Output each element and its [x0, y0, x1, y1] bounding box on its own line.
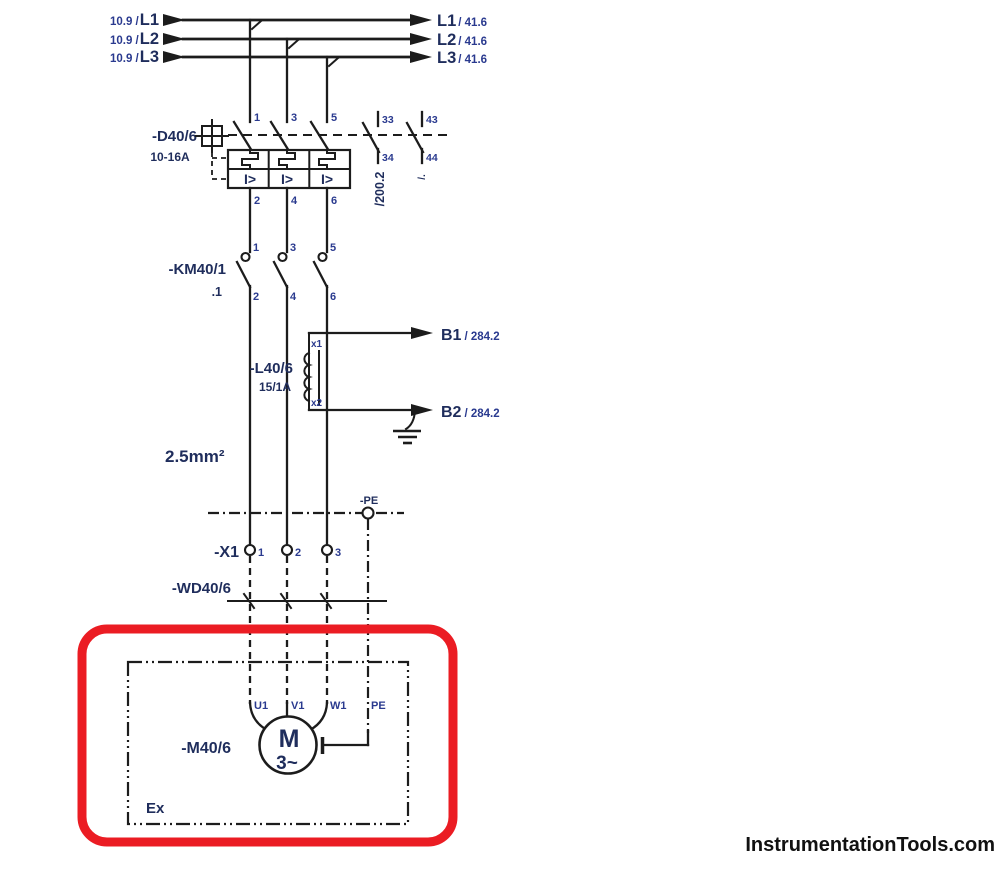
terminal-node — [280, 543, 294, 557]
motor-terminal: W1 — [330, 700, 347, 712]
motor-terminal: U1 — [254, 700, 268, 712]
tap-junction-icon — [327, 56, 340, 68]
outgoing-feeder-label: L3/ 41.6 — [437, 49, 487, 67]
hazardous-area: Ex -M40/6 U1 V1 W1 PE M 3~ — [126, 660, 410, 826]
ct-ratio: 15/1A — [259, 380, 291, 394]
b2-arrow-icon — [411, 404, 433, 416]
terminal-node — [320, 543, 334, 557]
cable-core-tick — [279, 592, 293, 610]
tap-junction-icon — [250, 19, 263, 31]
contactor-sheet-ref: .1 — [212, 285, 222, 299]
contactor-terminal: 6 — [330, 291, 336, 303]
breaker-tag: -D40/6 — [152, 128, 197, 145]
breaker-rating: 10-16A — [150, 150, 190, 164]
terminal-strip-tag: -X1 — [214, 544, 239, 561]
motor-circle-icon — [258, 715, 318, 775]
magnetic-trip-label: I> — [321, 171, 333, 187]
pe-separator: -PE — [208, 495, 404, 520]
ex-boundary-box — [126, 660, 410, 826]
breaker-contact-blade — [309, 120, 331, 153]
ct-terminal: x1 — [311, 339, 323, 350]
magnetic-trip-label: I> — [244, 171, 256, 187]
aux-terminal: 44 — [426, 152, 438, 164]
motor: -M40/6 U1 V1 W1 PE M 3~ — [181, 700, 386, 775]
current-transformer: -L40/6 15/1A x1 x2 B1/ 284.2 B2/ 284.2 — [250, 327, 500, 445]
motor-tag: -M40/6 — [181, 740, 231, 757]
ct-terminal: x2 — [311, 398, 323, 409]
operator-handle-icon — [195, 119, 229, 153]
ct-output-label-b2: B2/ 284.2 — [441, 404, 500, 421]
incoming-arrow-icon — [163, 51, 185, 63]
motor-phase-symbol: 3~ — [276, 753, 298, 774]
breaker-terminal: 5 — [331, 112, 337, 124]
breaker-terminal: 4 — [291, 195, 298, 207]
breaker-terminal: 3 — [291, 112, 297, 124]
earth-symbol — [393, 409, 421, 445]
outgoing-arrow-icon — [410, 51, 432, 63]
pe-node — [361, 506, 375, 520]
terminal-node — [243, 543, 257, 557]
ct-output-label-b1: B1/ 284.2 — [441, 327, 500, 344]
breaker-contact-blade — [232, 120, 254, 153]
incoming-feeder-label: 10.9 /L2 — [110, 30, 159, 48]
aux-terminal: 33 — [382, 114, 394, 126]
motor-terminal: V1 — [291, 700, 304, 712]
outgoing-arrow-icon — [410, 14, 432, 26]
terminal-number: 3 — [335, 547, 341, 559]
tap-junction-icon — [287, 38, 300, 50]
thermal-overload-symbol — [318, 149, 336, 170]
highlight-box — [77, 624, 458, 847]
contactor-pole-1: 1 2 — [235, 242, 259, 303]
aux-contact-33-34: 33 34 /200.2 — [361, 110, 394, 207]
cable-core-tick — [242, 592, 256, 610]
aux-cross-reference: /200.2 — [373, 172, 387, 207]
motor-terminal: PE — [371, 700, 386, 712]
b1-arrow-icon — [411, 327, 433, 339]
feeder-lines: 10.9 /L1 L1/ 41.6 10.9 /L2 L2/ 41.6 10.9… — [110, 11, 487, 124]
motor-breaker: -D40/6 10-16A 1 3 5 I> — [150, 110, 450, 254]
cable-tag: -WD40/6 — [172, 580, 231, 597]
breaker-terminal: 1 — [254, 112, 260, 124]
terminal-number: 2 — [295, 547, 301, 559]
aux-terminal: 43 — [426, 114, 438, 126]
incoming-feeder-label: 10.9 /L1 — [110, 11, 159, 29]
terminal-strip: -X1 1 2 3 — [214, 543, 341, 561]
contactor: -KM40/1 .1 1 2 3 4 5 6 — [168, 242, 336, 547]
incoming-feeder-label: 10.9 /L3 — [110, 48, 159, 66]
contactor-tag: -KM40/1 — [168, 261, 226, 278]
breaker-contact-blade — [269, 120, 291, 153]
overload-trip-box: I> I> I> — [226, 148, 352, 190]
contactor-terminal: 3 — [290, 242, 296, 254]
contactor-pole-3: 5 6 — [312, 242, 336, 303]
conductor-size-label: 2.5mm² — [165, 447, 225, 466]
contactor-terminal: 5 — [330, 242, 336, 254]
motor-lead-w — [308, 701, 329, 732]
breaker-terminal: 2 — [254, 195, 260, 207]
contactor-terminal: 4 — [290, 291, 297, 303]
outgoing-feeder-label: L1/ 41.6 — [437, 12, 487, 30]
aux-contact-43-44: 43 44 /. — [405, 110, 438, 180]
outgoing-arrow-icon — [410, 33, 432, 45]
aux-cross-reference: /. — [417, 174, 428, 180]
incoming-arrow-icon — [163, 33, 185, 45]
thermal-overload-symbol — [241, 149, 259, 170]
ex-zone-label: Ex — [146, 800, 165, 817]
outgoing-feeder-label: L2/ 41.6 — [437, 31, 487, 49]
watermark-text: InstrumentationTools.com — [745, 834, 995, 856]
contactor-terminal: 2 — [253, 291, 259, 303]
breaker-terminal: 6 — [331, 195, 337, 207]
contactor-pole-2: 3 4 — [272, 242, 297, 303]
terminal-number: 1 — [258, 547, 264, 559]
magnetic-trip-label: I> — [281, 171, 293, 187]
incoming-arrow-icon — [163, 14, 185, 26]
motor-letter: M — [279, 725, 300, 753]
thermal-overload-symbol — [278, 149, 296, 170]
ct-coil-icon — [303, 351, 313, 403]
ct-tag: -L40/6 — [250, 360, 293, 377]
contactor-terminal: 1 — [253, 242, 259, 254]
pe-label: -PE — [360, 495, 378, 507]
aux-terminal: 34 — [382, 152, 394, 164]
cable-core-tick — [319, 592, 333, 610]
